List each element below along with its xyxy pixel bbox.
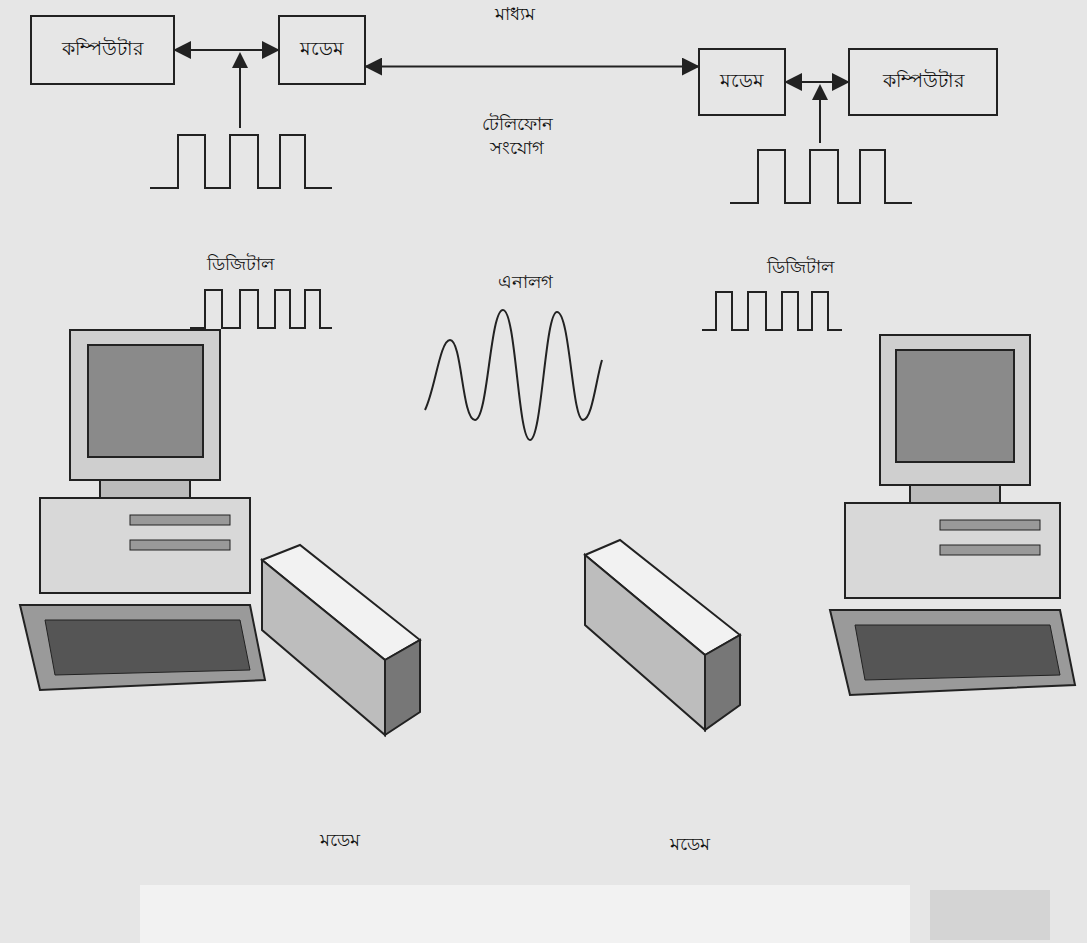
square-wave: [730, 150, 912, 203]
pointer-arrow: [819, 92, 821, 143]
connector-arrow: [366, 66, 698, 68]
signal-label: এনালগ: [470, 270, 580, 294]
square-wave: [190, 290, 332, 328]
modem-illustration: [585, 540, 740, 730]
square-wave: [150, 135, 332, 188]
box-label: কম্পিউটার: [883, 66, 964, 98]
computer-illustration: [20, 330, 265, 690]
signal-label: মাধ্যম: [470, 2, 560, 26]
signal-label: টেলিফোন সংযোগ: [462, 112, 572, 161]
process-box: মডেম: [278, 15, 366, 85]
process-box: কম্পিউটার: [30, 15, 175, 85]
box-label: কম্পিউটার: [62, 34, 143, 66]
box-label: মডেম: [720, 66, 764, 98]
analog-wave: [425, 310, 602, 440]
signal-label: মডেম: [640, 832, 740, 856]
signal-label: ডিজিটাল: [185, 252, 295, 276]
signal-label: ডিজিটাল: [745, 255, 855, 279]
process-box: মডেম: [698, 48, 786, 116]
square-wave: [702, 292, 842, 330]
signal-label: মডেম: [290, 828, 390, 852]
modem-illustration: [262, 545, 420, 735]
box-label: মডেম: [300, 34, 344, 66]
page-band: [140, 885, 910, 943]
pointer-arrow: [239, 60, 241, 128]
page-band: [930, 890, 1050, 940]
connector-arrow: [175, 49, 278, 51]
computer-illustration: [830, 335, 1075, 695]
connector-arrow: [786, 81, 848, 83]
process-box: কম্পিউটার: [848, 48, 998, 116]
